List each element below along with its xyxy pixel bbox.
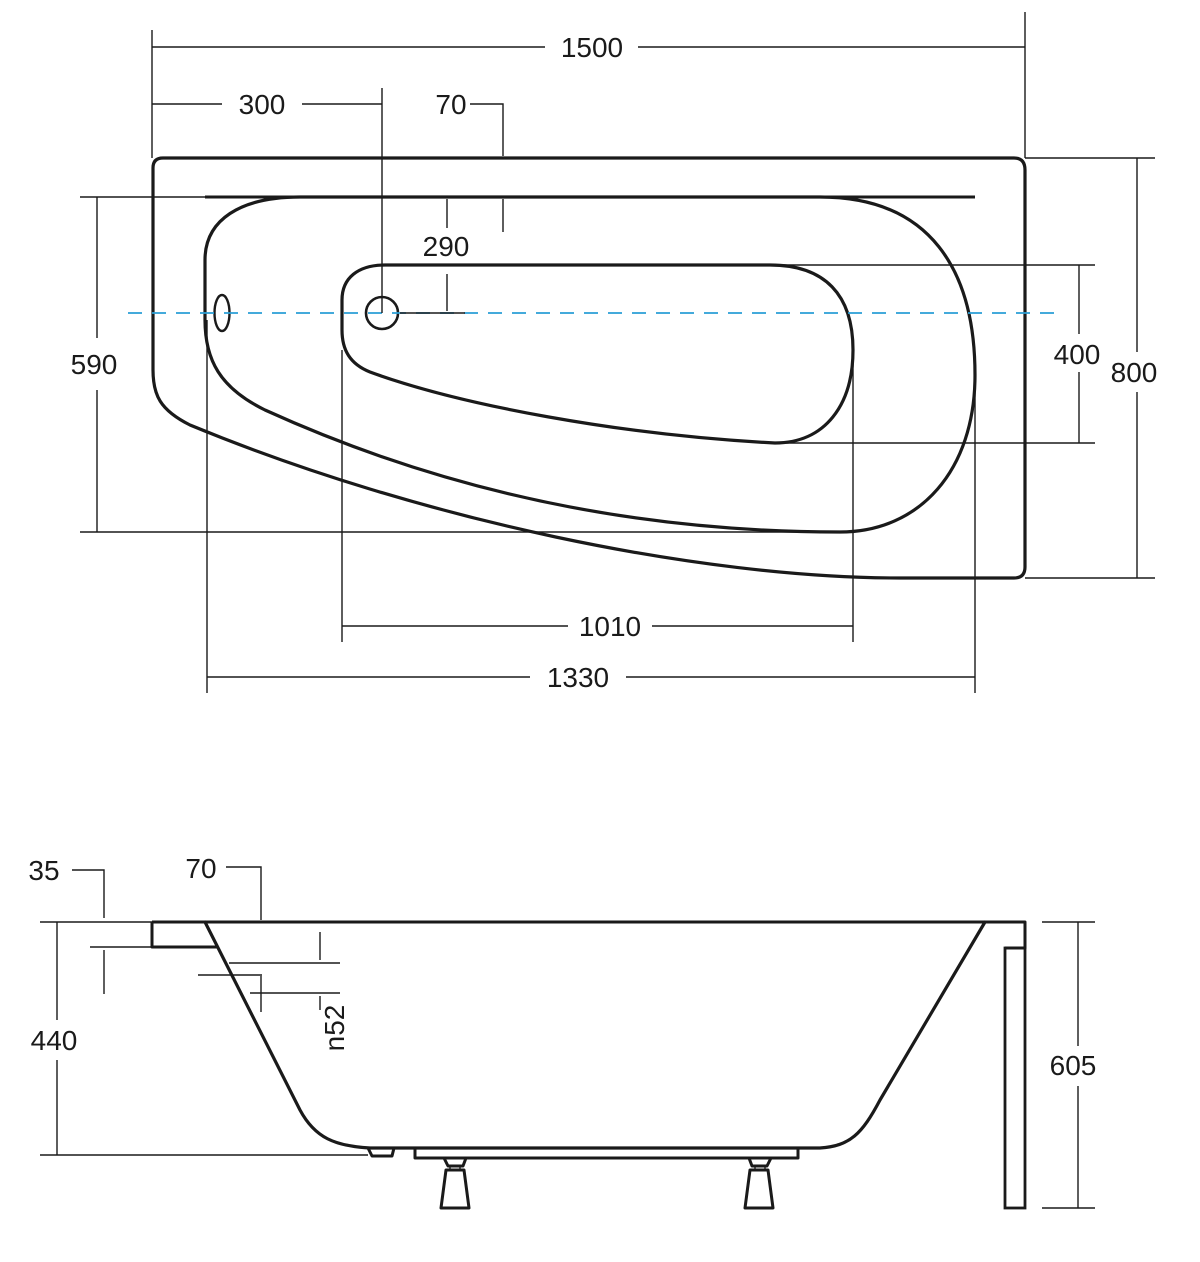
- side-view-frame: [413, 1148, 800, 1160]
- side-view-panel-post: [1003, 946, 1027, 1210]
- dim-total-width: 800: [1025, 157, 1158, 579]
- label-300: 300: [239, 89, 286, 120]
- label-400: 400: [1054, 339, 1101, 370]
- label-605: 605: [1050, 1050, 1097, 1081]
- label-1500: 1500: [561, 32, 623, 63]
- label-1330: 1330: [547, 662, 609, 693]
- dim-rim-width-top: 70: [435, 89, 504, 232]
- side-view-drain: [366, 1147, 396, 1158]
- top-view-outer-rim: [151, 156, 1027, 580]
- top-view: 1500 300 70 290 590: [71, 12, 1158, 693]
- leg-right: [743, 1157, 775, 1210]
- leg-left: [439, 1157, 471, 1210]
- label-590: 590: [71, 349, 118, 380]
- side-view-rim: [152, 920, 1027, 950]
- dim-basin-width: 400: [770, 264, 1101, 444]
- top-view-basin: [340, 263, 855, 445]
- dim-total-length: 1500: [151, 12, 1026, 158]
- dim-inner-width: 590: [71, 196, 840, 533]
- dim-drain-to-wall: 290: [400, 199, 470, 314]
- label-n52: n52: [319, 1005, 350, 1052]
- label-290: 290: [423, 231, 470, 262]
- side-view-body: [203, 920, 987, 1150]
- label-800: 800: [1111, 357, 1158, 388]
- dim-total-height: 605: [1042, 921, 1097, 1209]
- dim-overflow: n52: [198, 932, 350, 1051]
- label-35: 35: [28, 855, 59, 886]
- label-1010: 1010: [579, 611, 641, 642]
- dim-depth: 440: [31, 921, 368, 1156]
- dim-drain-offset: 300: [152, 88, 383, 313]
- dim-rim-thickness: 35: [28, 855, 152, 994]
- dim-inner-length: 1330: [206, 320, 976, 693]
- dim-rim-width-side: 70: [185, 853, 262, 920]
- label-70-side: 70: [185, 853, 216, 884]
- side-view: 35 70 n52 440: [28, 853, 1097, 1210]
- dim-basin-length: 1010: [341, 350, 854, 642]
- label-440: 440: [31, 1025, 78, 1056]
- label-70-top: 70: [435, 89, 466, 120]
- top-view-inner-contour: [203, 195, 977, 534]
